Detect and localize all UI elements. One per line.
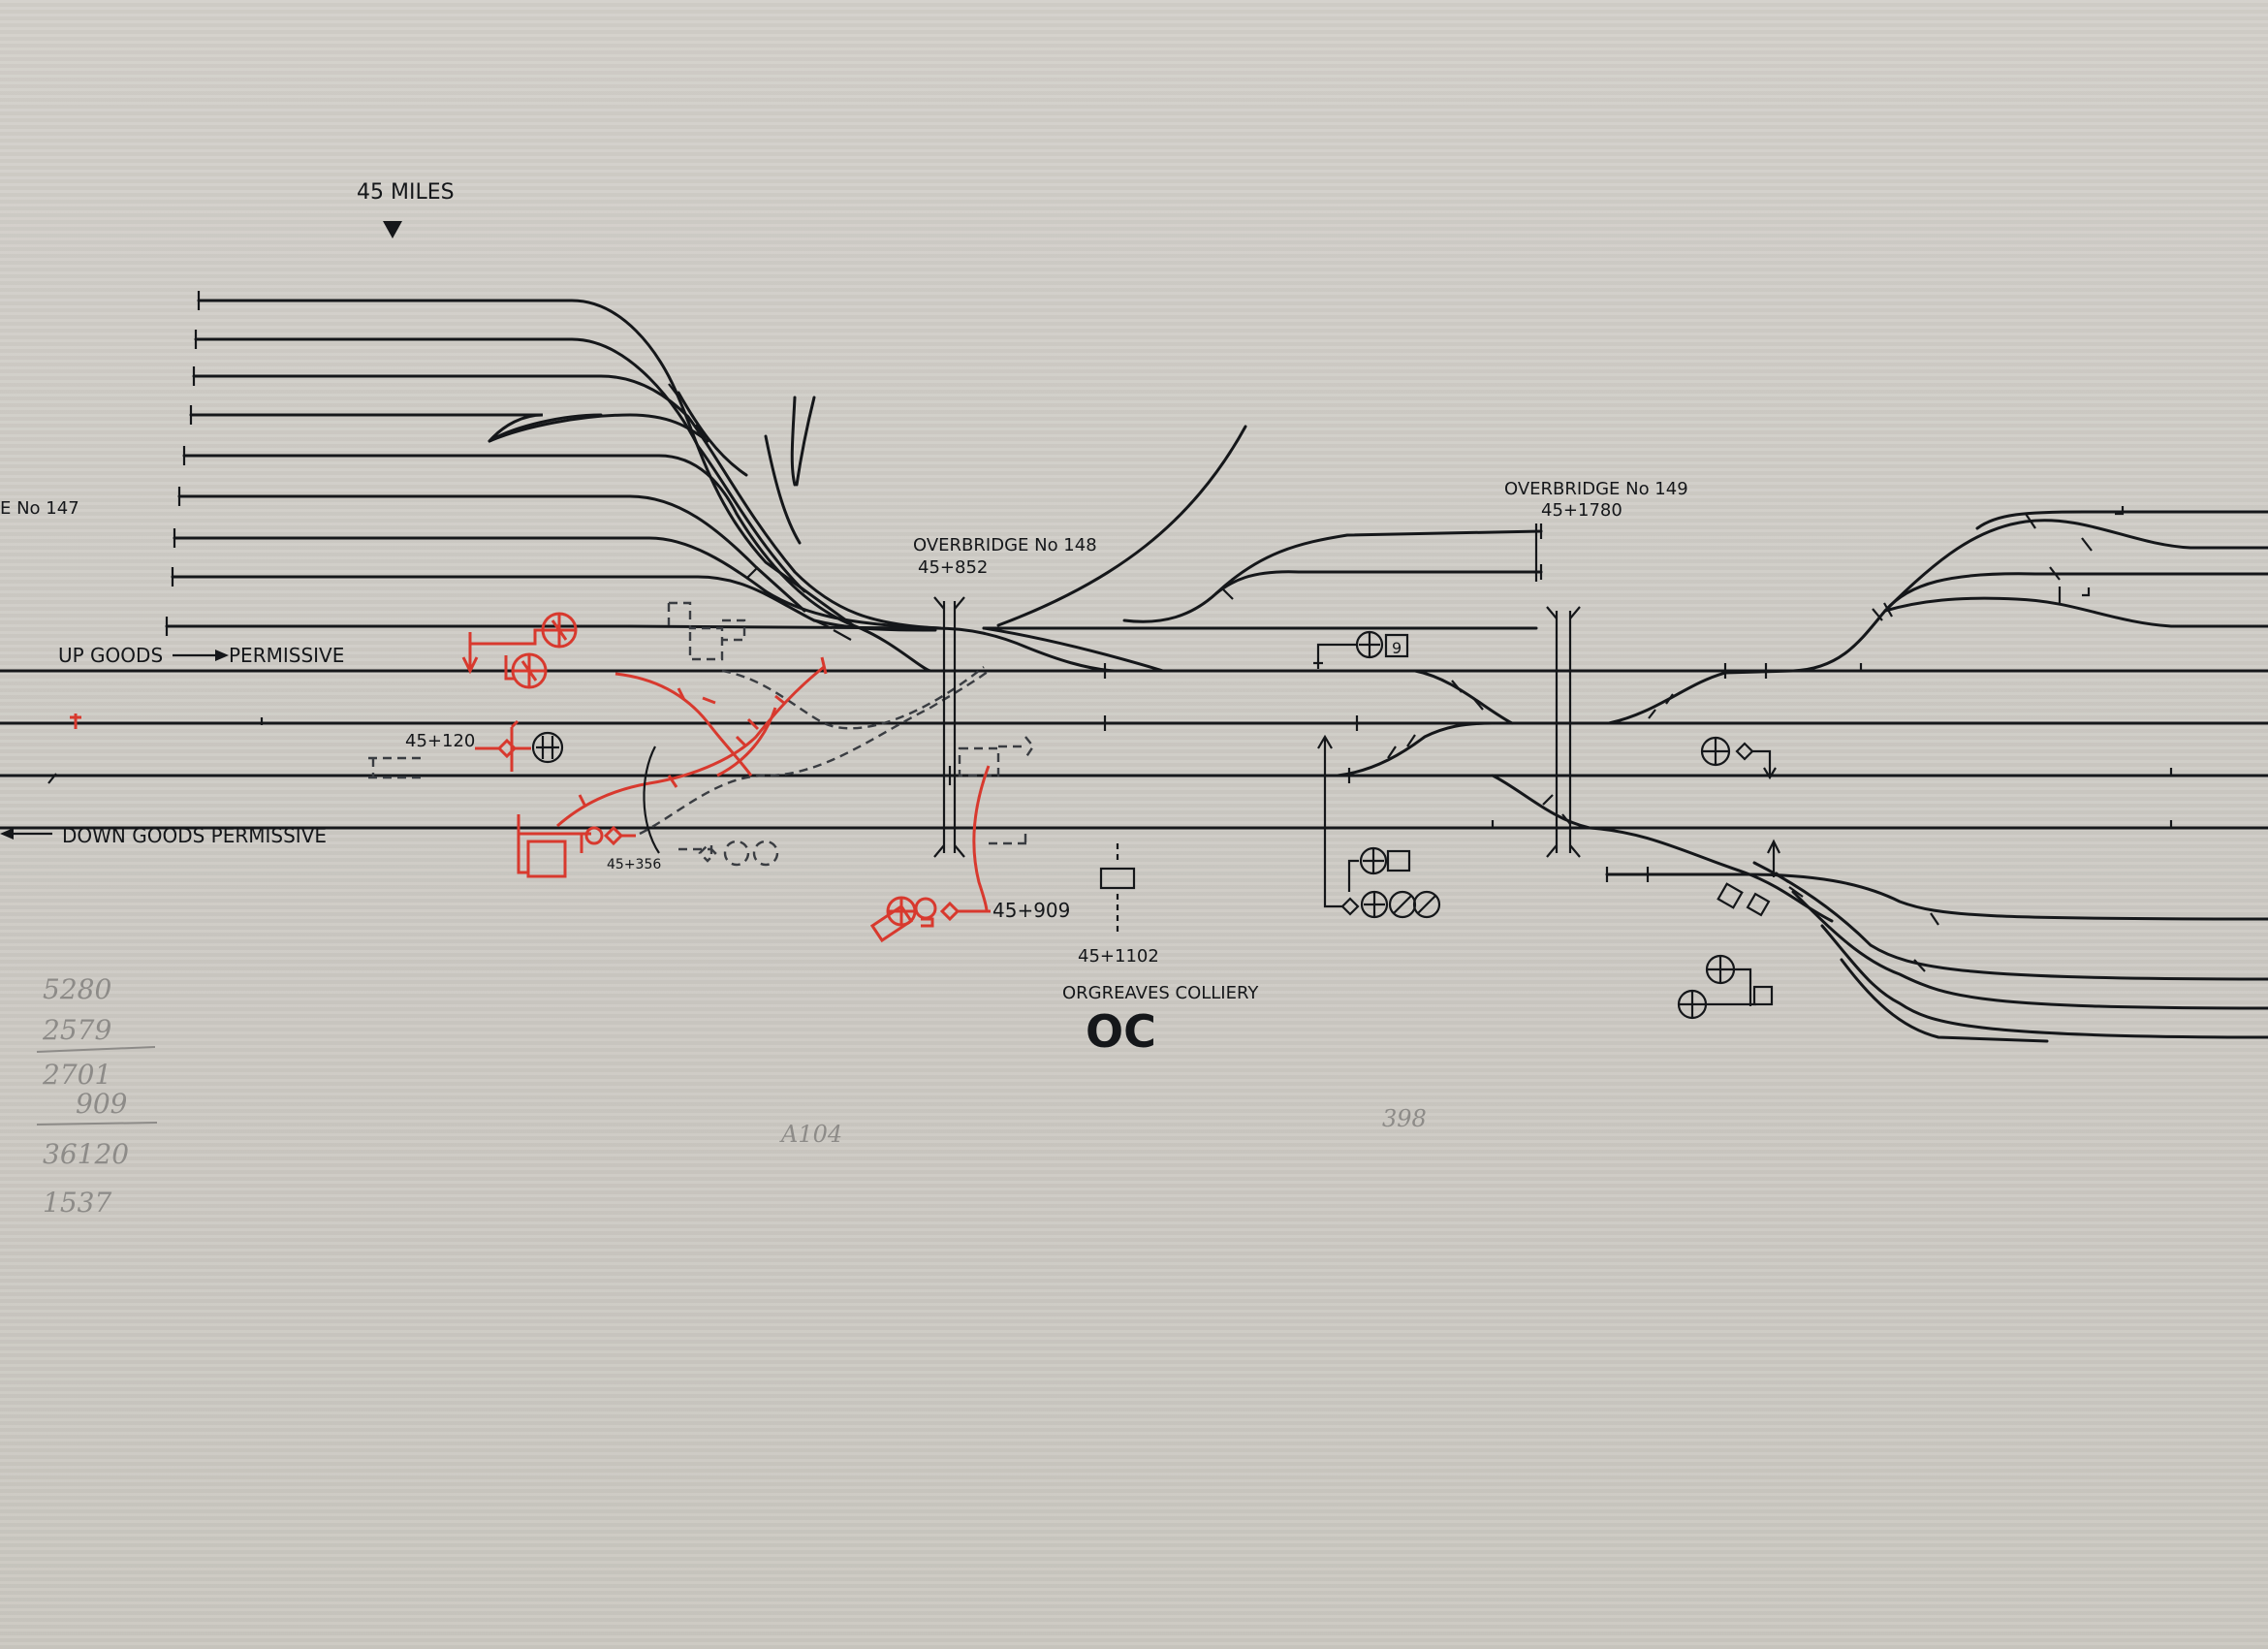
triangle-marker-icon	[383, 221, 402, 238]
main-lines	[0, 425, 2268, 923]
down-goods-label: DOWN GOODS PERMISSIVE	[0, 824, 327, 847]
disc-signal-icon	[461, 612, 578, 675]
red-signals	[70, 612, 991, 943]
ground-signal-icon	[869, 765, 991, 943]
overbridge-148	[933, 596, 965, 858]
mileage-label: 45 MILES	[357, 180, 455, 205]
upper-sidings	[165, 291, 942, 641]
right-lower-sidings	[1605, 861, 2268, 1043]
km-marker-45-1102: 45+1102	[1078, 946, 1159, 967]
disc-signal-icon	[1700, 736, 1777, 780]
signal-box-code: OC	[1086, 1005, 1156, 1058]
overbridge-149	[1546, 606, 1581, 858]
colliery-name: ORGREAVES COLLIERY	[1062, 983, 1259, 1003]
overbridge-149-km: 45+1780	[1541, 500, 1622, 521]
svg-text:9: 9	[1392, 639, 1402, 657]
arrow-left-icon	[0, 828, 14, 840]
ground-signal-icon	[1317, 734, 1441, 919]
up-goods-label: UP GOODS PERMISSIVE	[58, 644, 344, 667]
up-goods-text: UP GOODS	[58, 644, 163, 667]
overbridge-148-km: 45+852	[918, 557, 988, 578]
pencil-note: A104	[779, 1121, 842, 1148]
right-upper-sidings	[1791, 506, 2268, 673]
arrow-right-icon	[215, 650, 229, 661]
km-marker-45-356: 45+356	[607, 857, 661, 872]
overbridge-149-label: OVERBRIDGE No 149	[1504, 479, 1688, 499]
ground-signal-icon	[517, 814, 636, 878]
disc-signal-icon	[531, 731, 564, 764]
black-signals: 9	[368, 601, 1780, 1020]
pencil-note: 398	[1382, 1105, 1427, 1132]
pencil-note: 1537	[43, 1187, 111, 1219]
down-goods-text: DOWN GOODS PERMISSIVE	[62, 824, 327, 847]
pencil-note: 36120	[43, 1138, 129, 1170]
up-goods-permissive: PERMISSIVE	[229, 644, 344, 667]
ground-signal-icon	[1677, 839, 1780, 1020]
pencil-note: 5280	[43, 973, 111, 1005]
disc-signal-icon	[504, 652, 548, 689]
colliery-marker	[1099, 843, 1136, 935]
pencil-notes: 5280 2579 2701 909 36120 1537 A104 398	[36, 973, 1427, 1219]
pencil-note: 2579	[42, 1014, 111, 1046]
km-marker-45-120: 45+120	[405, 731, 475, 751]
pencil-note: 909	[76, 1088, 127, 1120]
dashed-signals	[368, 601, 1035, 867]
ground-signal-icon	[475, 719, 531, 772]
km-marker-45-909: 45+909	[992, 899, 1070, 922]
overbridge-147-label: E No 147	[0, 498, 79, 519]
disc-signal-icon: 9	[1313, 630, 1409, 669]
pencil-note: 2701	[42, 1059, 111, 1091]
overbridge-148-label: OVERBRIDGE No 148	[913, 535, 1097, 555]
